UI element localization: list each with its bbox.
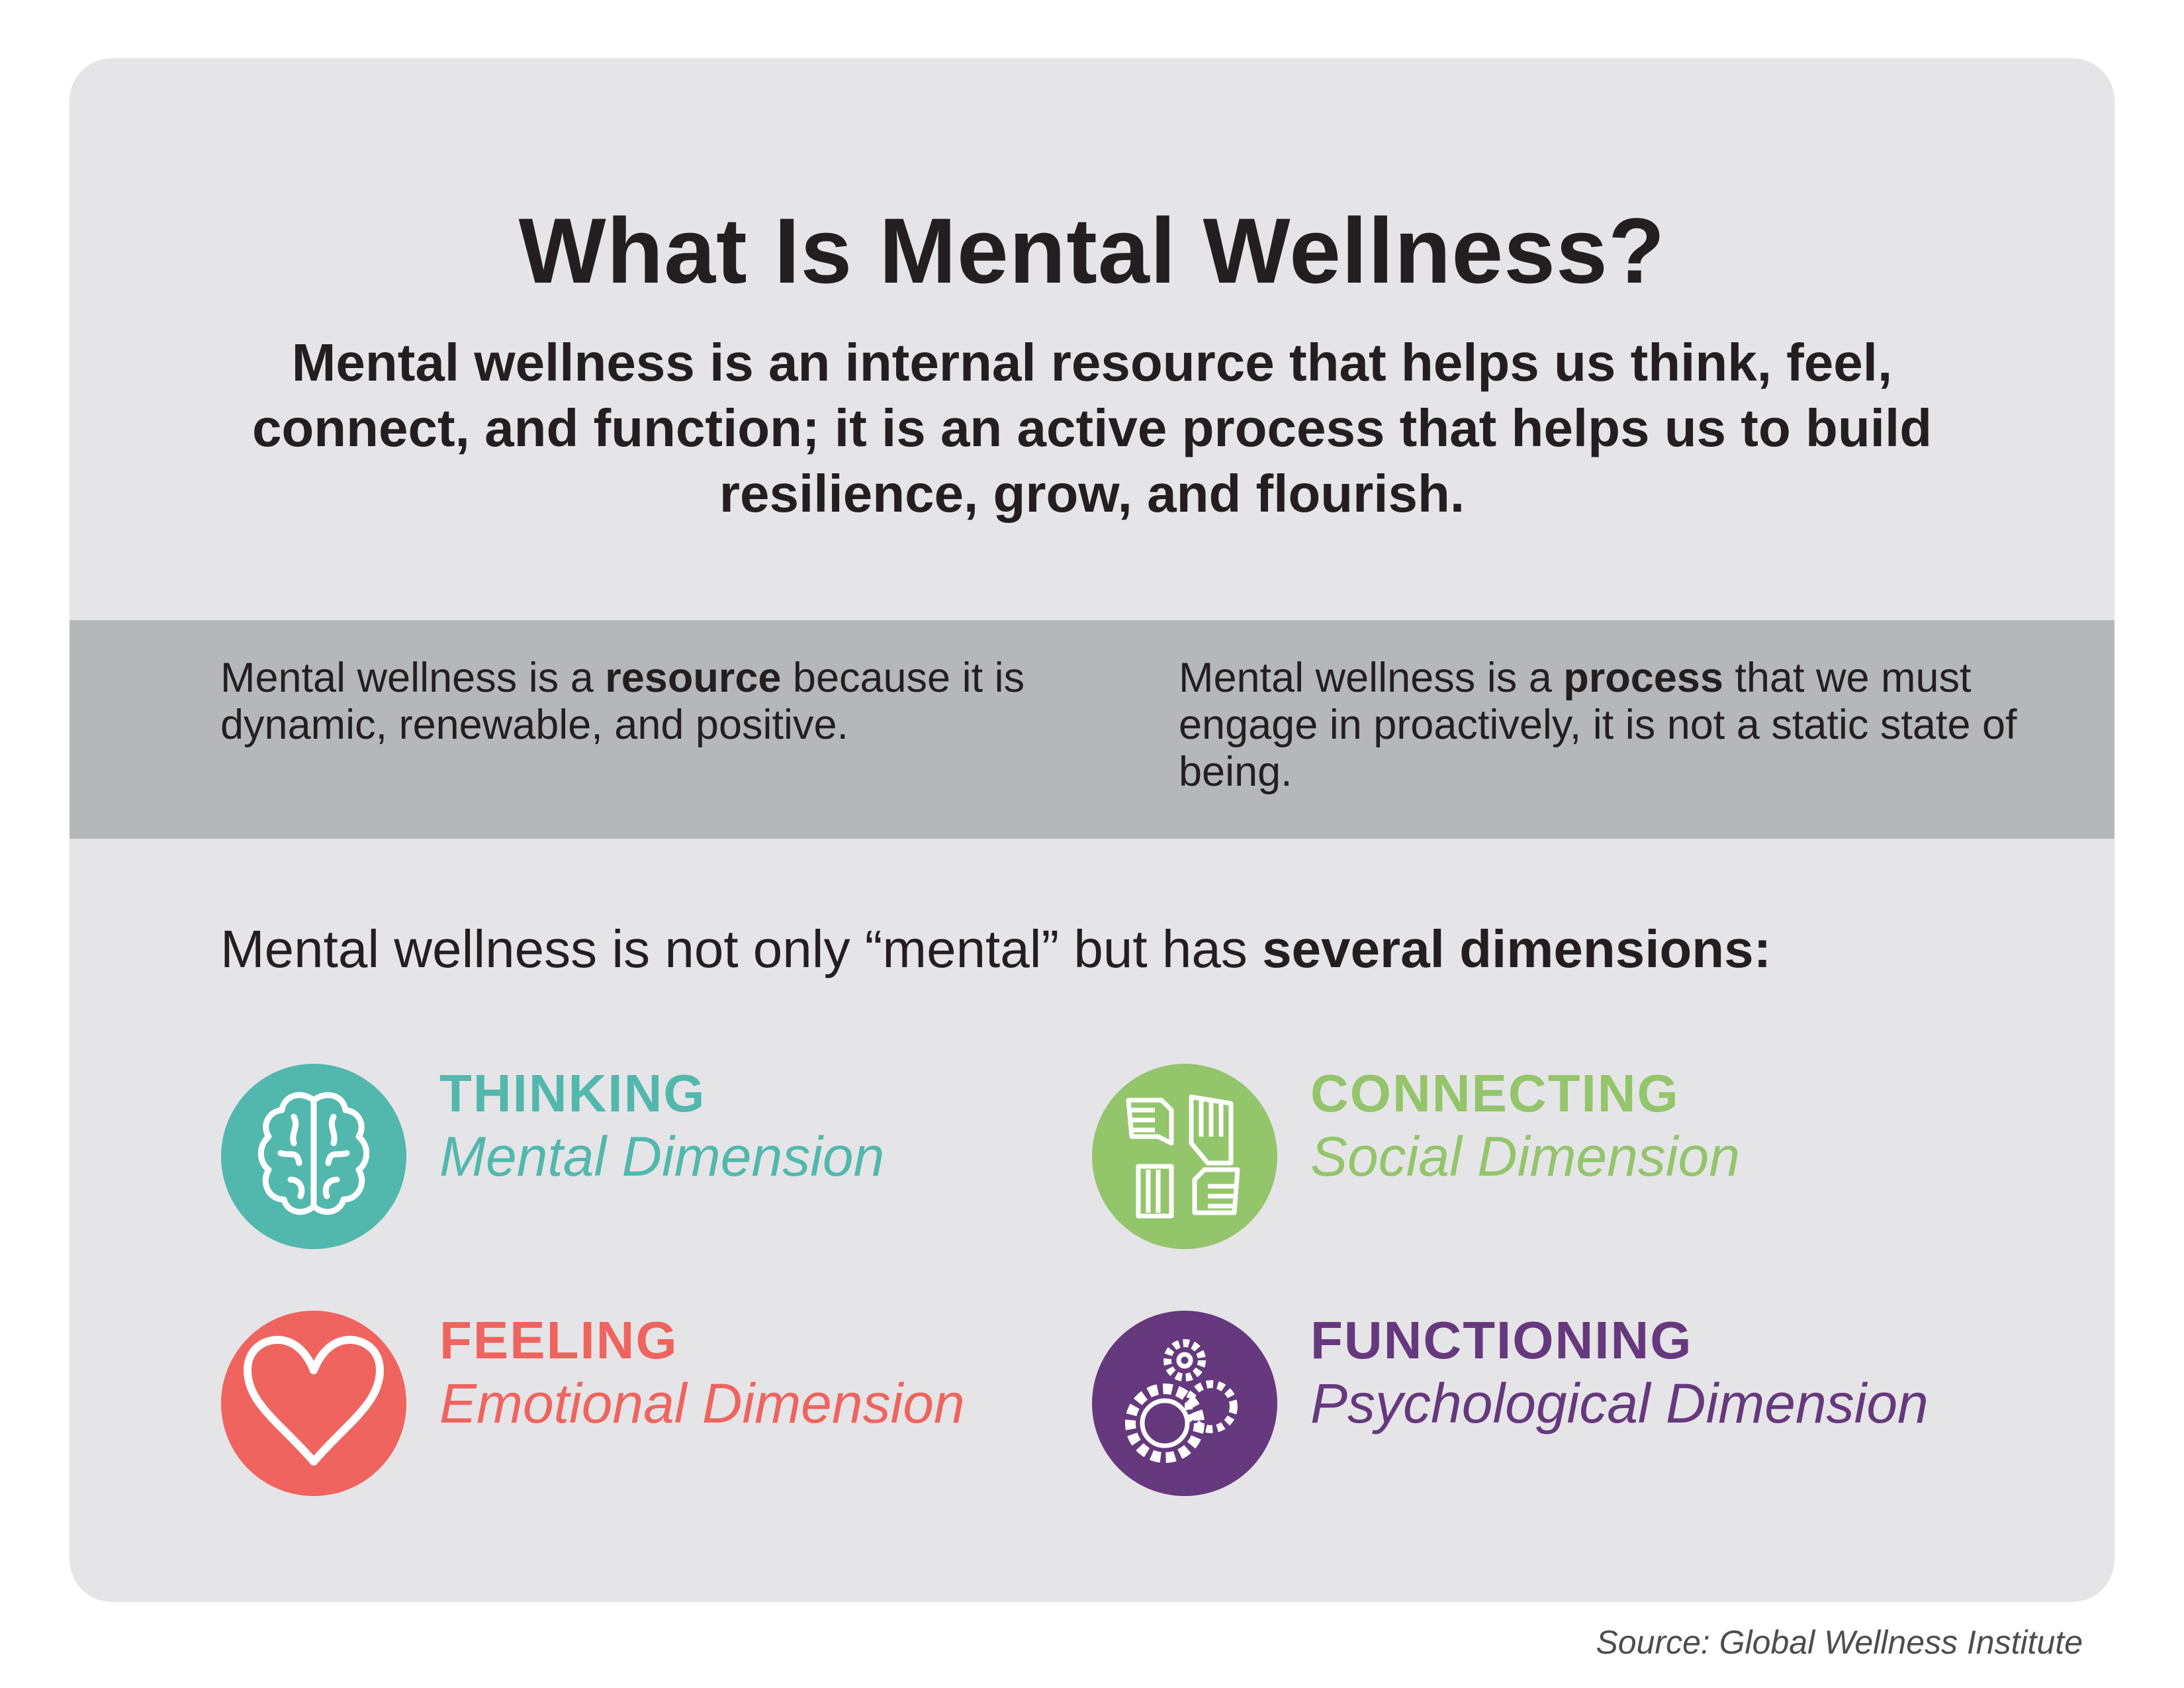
bold-text: resource [605, 655, 782, 701]
text: Mental wellness is a [1179, 655, 1564, 701]
hands-icon [1092, 1064, 1277, 1249]
page-title: What Is Mental Wellness? [518, 199, 1666, 303]
brain-icon [221, 1064, 406, 1249]
dimension-subtitle: Psychological Dimension [1310, 1372, 1929, 1434]
text: that we must engage in proactively, it i… [1179, 655, 2017, 795]
definition-text: Mental wellness is an internal resource … [251, 333, 1933, 523]
dimension-title: CONNECTING [1310, 1064, 1680, 1123]
dimension-title: FUNCTIONING [1310, 1311, 1693, 1370]
dimension-subtitle: Emotional Dimension [439, 1372, 965, 1434]
dimension-subtitle: Social Dimension [1310, 1125, 1740, 1188]
dimension-title: THINKING [439, 1064, 706, 1123]
text: Mental wellness is a [220, 655, 606, 701]
bold-text: several dimensions: [1262, 919, 1772, 978]
gears-icon [1092, 1311, 1277, 1496]
info-band: Mental wellness is a resource because it… [69, 620, 2115, 839]
bold-text: process [1563, 655, 1723, 701]
dimension-title: FEELING [439, 1311, 678, 1370]
dimension-subtitle: Mental Dimension [439, 1125, 885, 1188]
source-credit: Source: Global Wellness Institute [1596, 1624, 2083, 1661]
dimensions-intro: Mental wellness is not only “mental” but… [220, 919, 1771, 980]
infographic-card: What Is Mental Wellness? Mental wellness… [69, 58, 2115, 1602]
resource-text: Mental wellness is a resource because it… [220, 655, 1147, 749]
heart-icon [221, 1311, 406, 1496]
text: because it is dynamic, renewable, and po… [220, 655, 1025, 748]
process-text: Mental wellness is a process that we mus… [1179, 655, 2039, 796]
text: Mental wellness is not only “mental” but… [220, 919, 1263, 978]
